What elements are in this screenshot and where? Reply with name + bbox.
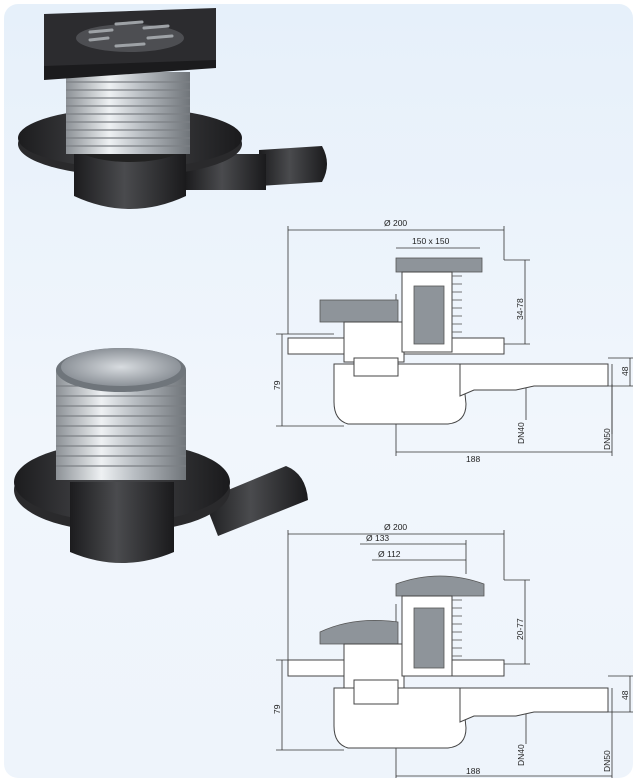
label-height-range: 34-78 [515,298,525,320]
label-dia-200-b: Ø 200 [384,522,407,532]
label-outlet-48-b: 48 [620,690,630,700]
product-panel: Ø 200 150 x 150 34-78 79 48 DN40 DN50 18… [4,4,633,778]
drain-round-grate-image [14,348,308,563]
label-dia-133: Ø 133 [366,533,389,543]
label-height-79: 79 [272,380,282,390]
label-dn50-b: DN50 [602,750,612,772]
label-dn40-b: DN40 [516,744,526,766]
label-dia-200: Ø 200 [384,218,407,228]
label-dn40: DN40 [516,422,526,444]
label-height-79-b: 79 [272,704,282,714]
label-length-188: 188 [466,454,480,464]
label-height-range-b: 20-77 [515,618,525,640]
label-dia-112: Ø 112 [378,549,401,559]
label-length-188-b: 188 [466,766,480,776]
label-grate-size: 150 x 150 [412,236,450,246]
label-outlet-48: 48 [620,366,630,376]
drawing-bottom: Ø 200 Ø 133 Ø 112 20-77 79 48 DN40 DN50 … [272,522,633,778]
drawing-top: Ø 200 150 x 150 34-78 79 48 DN40 DN50 18… [272,218,633,464]
label-dn50: DN50 [602,428,612,450]
drain-square-grate-image [18,8,327,209]
